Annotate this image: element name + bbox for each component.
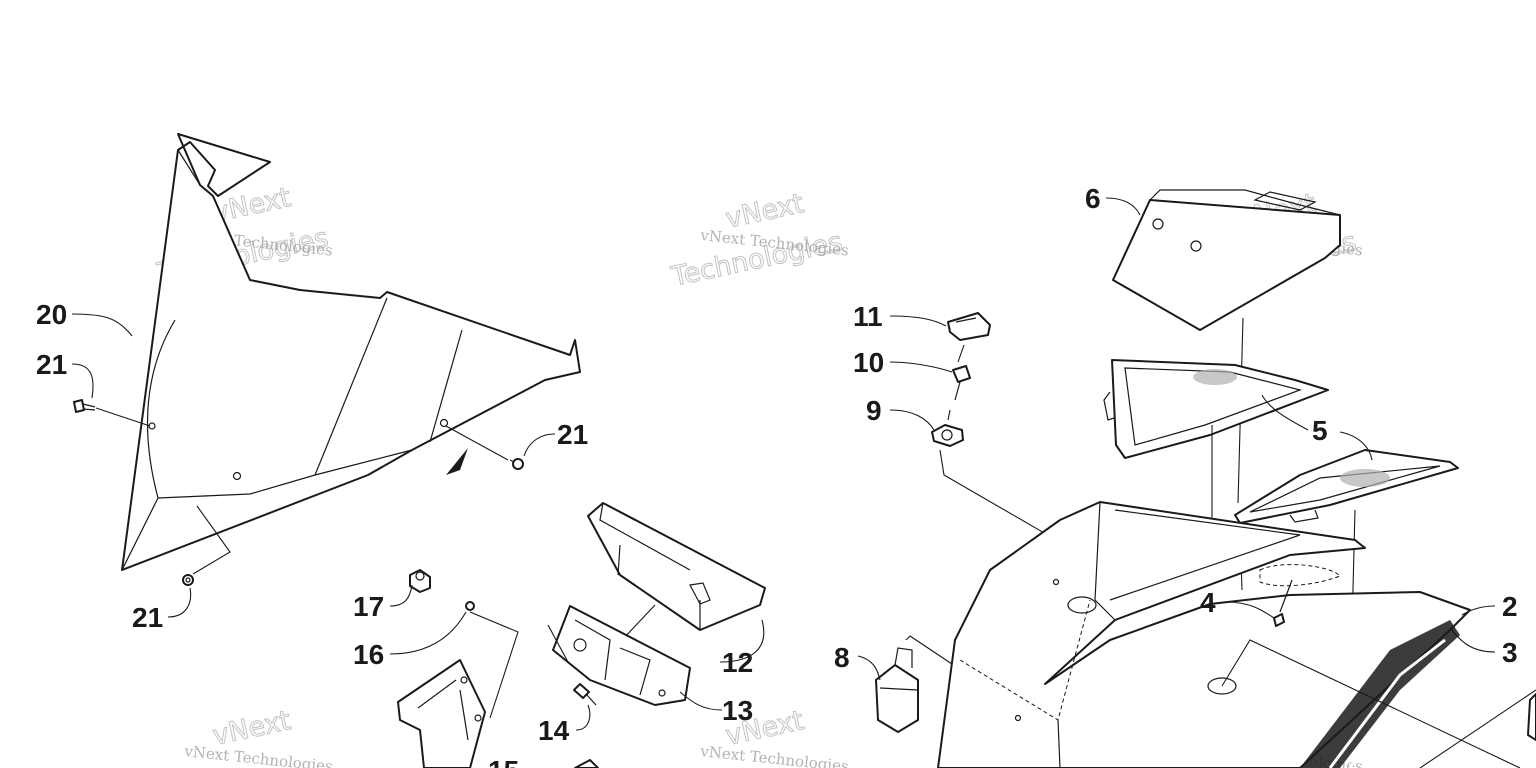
console-body bbox=[937, 501, 1471, 768]
svg-text:vNext Technologies: vNext Technologies bbox=[699, 742, 850, 768]
arrow-marker bbox=[446, 448, 468, 475]
washer-16 bbox=[465, 601, 475, 611]
gauge-housing-12 bbox=[587, 502, 766, 631]
callout-2: 2 bbox=[1502, 591, 1518, 622]
svg-text:vNext: vNext bbox=[210, 705, 294, 752]
watermark-2: vNext Technologies vNext Technologies bbox=[668, 188, 850, 294]
callout-labels: 20 21 21 21 17 16 15 14 13 12 11 10 9 8 … bbox=[36, 183, 1518, 768]
callout-3: 3 bbox=[1502, 637, 1518, 668]
callout-20: 20 bbox=[36, 299, 67, 330]
callout-14: 14 bbox=[538, 715, 570, 746]
callout-8: 8 bbox=[834, 642, 850, 673]
key-cap-11 bbox=[947, 312, 991, 341]
mount-bracket-15 bbox=[397, 659, 486, 768]
nut-17 bbox=[409, 569, 431, 593]
callout-4: 4 bbox=[1200, 587, 1216, 618]
callout-21: 21 bbox=[557, 419, 588, 450]
callout-17: 17 bbox=[353, 591, 384, 622]
key-10 bbox=[952, 365, 971, 401]
storage-box-6 bbox=[1112, 189, 1341, 331]
screw-21-left bbox=[73, 399, 96, 413]
nut-9 bbox=[931, 424, 964, 447]
svg-text:vNext: vNext bbox=[723, 188, 807, 235]
bolt-14 bbox=[573, 683, 597, 706]
callout-10: 10 bbox=[853, 347, 884, 378]
callout-11: 11 bbox=[853, 301, 883, 332]
watermark-4: vNext vNext Technologies bbox=[183, 705, 334, 768]
ignition-switch-8 bbox=[875, 647, 919, 733]
lens-5-upper bbox=[1103, 359, 1329, 459]
callout-16: 16 bbox=[353, 639, 384, 670]
washer-21-bottom bbox=[182, 574, 194, 586]
svg-text:vNext Technologies: vNext Technologies bbox=[183, 742, 334, 768]
windshield-part bbox=[121, 133, 581, 571]
lens-5-lower bbox=[1234, 449, 1459, 524]
callout-6: 6 bbox=[1085, 183, 1101, 214]
screw-21-right bbox=[509, 458, 524, 470]
callout-15: 15 bbox=[488, 755, 519, 768]
callout-13: 13 bbox=[722, 695, 753, 726]
callout-21: 21 bbox=[132, 602, 163, 633]
callout-21: 21 bbox=[36, 349, 67, 380]
trim-panel-3 bbox=[1300, 620, 1460, 768]
callout-9: 9 bbox=[866, 395, 882, 426]
gauge-bracket-13 bbox=[552, 605, 691, 706]
screw-4 bbox=[1273, 579, 1293, 627]
callout-5: 5 bbox=[1312, 415, 1328, 446]
callout-12: 12 bbox=[722, 647, 753, 678]
